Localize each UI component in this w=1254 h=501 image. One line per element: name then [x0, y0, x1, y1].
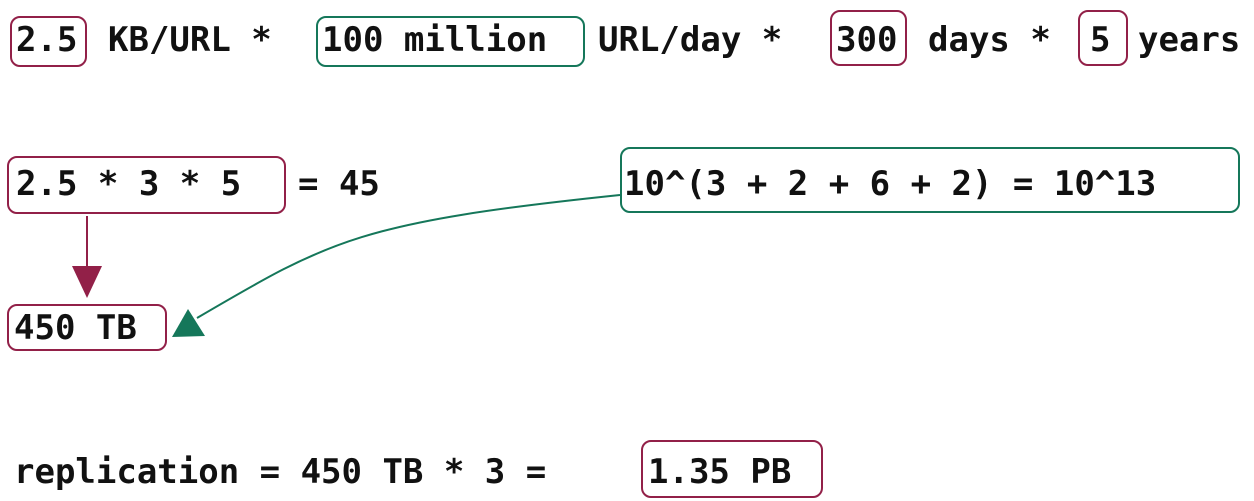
- urls-per-day-value: 100 million: [322, 20, 548, 60]
- power-to-total-arrowhead: [172, 309, 205, 337]
- product-result: = 45: [298, 164, 380, 204]
- power-to-total-arrow-line: [196, 194, 621, 319]
- years-unit-label: years: [1138, 20, 1241, 60]
- urls-per-day-box: [316, 16, 585, 67]
- days-unit-label: days *: [928, 20, 1051, 60]
- days-value: 300: [836, 20, 898, 60]
- power-expression: 10^(3 + 2 + 6 + 2) = 10^13: [624, 164, 1157, 204]
- product-to-total-arrowhead: [72, 266, 102, 298]
- urls-per-day-unit-label: URL/day *: [598, 20, 783, 60]
- total-storage-box: [7, 304, 167, 351]
- replication-expression: replication = 450 TB * 3 =: [14, 452, 547, 492]
- replication-result: 1.35 PB: [648, 452, 792, 492]
- power-expression-box: [620, 147, 1240, 213]
- size-value-box: [10, 16, 87, 67]
- days-value-box: [830, 10, 907, 66]
- replication-result-box: [641, 440, 823, 498]
- total-storage: 450 TB: [14, 308, 137, 348]
- size-value: 2.5: [16, 20, 78, 60]
- years-value-box: [1078, 10, 1128, 66]
- years-value: 5: [1090, 20, 1111, 60]
- size-unit-label: KB/URL *: [108, 20, 272, 60]
- product-expression-box: [7, 156, 286, 214]
- product-expression: 2.5 * 3 * 5: [16, 164, 242, 204]
